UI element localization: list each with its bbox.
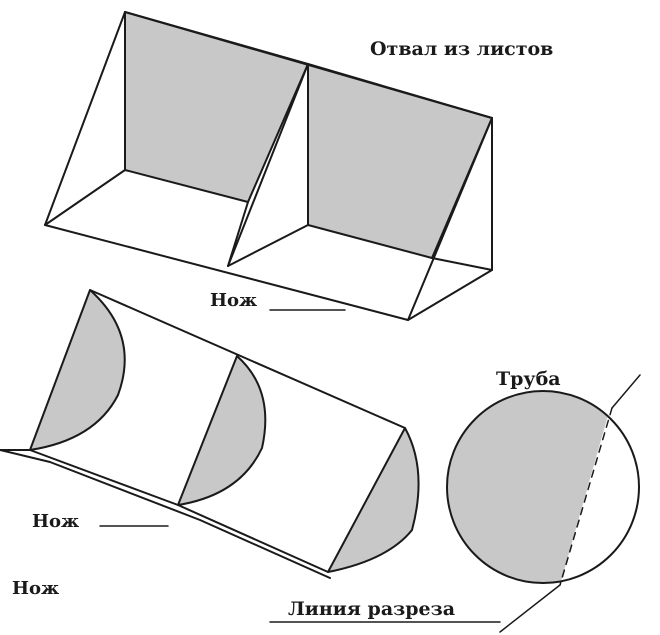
pipe-segment-middle <box>177 355 267 506</box>
cut-line-lower <box>499 584 561 633</box>
base-rear-middle <box>227 224 309 267</box>
pipe-cross-section <box>446 390 640 584</box>
knife-label-bottom: Нож <box>12 578 60 599</box>
knife-edge-bottom-outer <box>0 449 331 579</box>
knife-edge-bottom <box>0 449 329 573</box>
back-sheet-right <box>307 63 493 259</box>
knife-edge-top <box>44 224 409 321</box>
base-edge-middle <box>227 201 249 267</box>
pipe-blade-assembly <box>0 289 420 579</box>
pipe-label: Труба <box>496 368 561 390</box>
back-sheet-left <box>124 11 309 203</box>
top-ridge <box>124 11 493 119</box>
front-edge-left <box>44 11 126 226</box>
cut-line-dashed <box>559 407 613 586</box>
pipe-segment-right <box>327 427 420 573</box>
sheet-blade-assembly <box>44 11 493 321</box>
base-edge-left <box>44 169 126 226</box>
pipe-outline <box>446 390 640 584</box>
knife-label-middle: Нож <box>32 511 80 532</box>
pipe-segment-left <box>29 289 126 451</box>
front-edge-right <box>407 117 493 321</box>
sheet-blade-label: Отвал из листов <box>370 38 554 60</box>
knife-label-top: Нож <box>210 290 258 311</box>
base-rear-right <box>431 257 493 271</box>
cut-line-label: Линия разреза <box>288 598 456 620</box>
front-edge-middle <box>227 63 309 267</box>
base-edge-right <box>407 269 493 321</box>
top-rail <box>89 289 406 429</box>
cut-line-upper <box>611 374 641 409</box>
